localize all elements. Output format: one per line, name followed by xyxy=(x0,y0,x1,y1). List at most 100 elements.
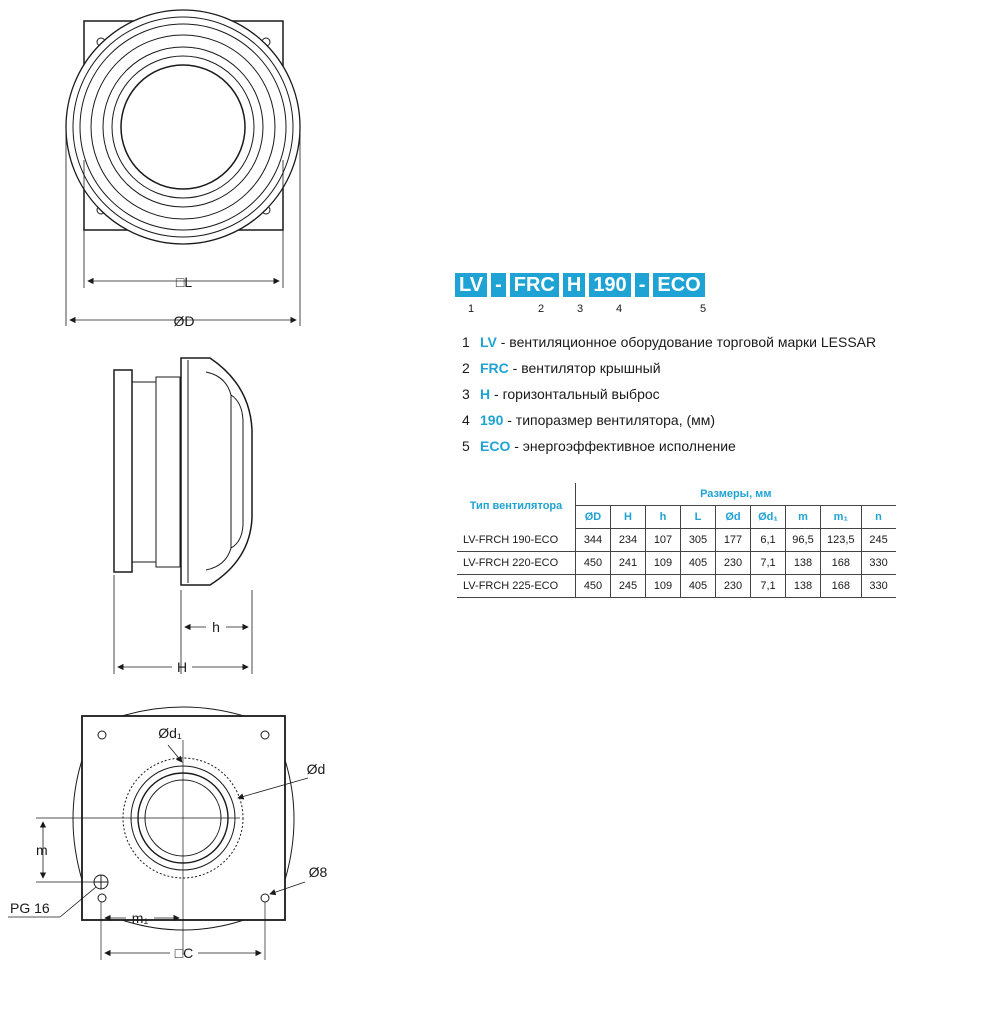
column-header: ØD xyxy=(575,505,611,529)
code-index: 4 xyxy=(616,303,623,315)
table-cell: 450 xyxy=(575,574,611,598)
code-index: 1 xyxy=(468,303,475,315)
legend-code: FRC xyxy=(480,360,509,376)
table-cell: 177 xyxy=(715,528,751,552)
code-index: 2 xyxy=(538,303,545,315)
legend-number: 2 xyxy=(462,360,470,376)
side-view-drawing xyxy=(113,357,253,674)
table-cell: 138 xyxy=(785,551,821,575)
legend-code: LV xyxy=(480,334,497,350)
table-cell: 109 xyxy=(645,574,681,598)
mount-hole xyxy=(260,730,270,740)
legend-number: 4 xyxy=(462,412,470,428)
column-header: L xyxy=(680,505,716,529)
table-cell: 245 xyxy=(610,574,646,598)
column-header: Ød₁ xyxy=(750,505,786,529)
table-cell: 138 xyxy=(785,574,821,598)
table-cell: 330 xyxy=(861,574,896,598)
legend-number: 3 xyxy=(462,386,470,402)
label-pg16: PG 16 xyxy=(10,900,50,916)
legend-number: 5 xyxy=(462,438,470,454)
legend-code: 190 xyxy=(480,412,504,428)
housing-arc xyxy=(284,759,295,881)
housing-ring xyxy=(102,46,264,208)
legend-text: - типоразмер вентилятора, (мм) xyxy=(503,412,716,428)
column-header: n xyxy=(861,505,896,529)
table-cell: LV-FRCH 220-ECO xyxy=(457,551,576,575)
legend-item: 2 FRC - вентилятор крышный xyxy=(462,358,876,384)
code-segment-eco: ECO xyxy=(653,273,705,297)
table-cell: LV-FRCH 190-ECO xyxy=(457,528,576,552)
code-segment-h: H xyxy=(562,273,586,297)
table-cell: 305 xyxy=(680,528,716,552)
column-header: Ød xyxy=(715,505,751,529)
mount-hole xyxy=(97,893,107,903)
mount-hole xyxy=(260,893,270,903)
table-cell: 96,5 xyxy=(785,528,821,552)
label-D: ØD xyxy=(174,313,195,329)
collar xyxy=(131,381,157,563)
table-cell: 450 xyxy=(575,551,611,575)
hood-profile xyxy=(180,357,253,586)
table-cell: 109 xyxy=(645,551,681,575)
model-code: LV - FRC H 190 - ECO xyxy=(455,273,705,297)
table-cell: 245 xyxy=(861,528,896,552)
table-cell: 230 xyxy=(715,551,751,575)
label-m: m xyxy=(36,842,48,858)
code-separator: - xyxy=(491,273,506,297)
table-row: LV-FRCH 220-ECO 450 241 109 405 230 7,1 … xyxy=(457,551,896,575)
code-index: 5 xyxy=(700,303,707,315)
table-row: LV-FRCH 225-ECO 450 245 109 405 230 7,1 … xyxy=(457,574,896,598)
code-index: 3 xyxy=(577,303,584,315)
housing-ring xyxy=(90,34,276,220)
legend-item: 5 ECO - энергоэффективное исполнение xyxy=(462,436,876,462)
housing-arc xyxy=(121,706,245,717)
label-d: Ød xyxy=(307,761,326,777)
legend-text: - энергоэффективное исполнение xyxy=(510,438,736,454)
table-cell: 230 xyxy=(715,574,751,598)
inner-opening xyxy=(120,64,246,190)
table-cell: 234 xyxy=(610,528,646,552)
label-h: h xyxy=(212,619,220,635)
legend-text: - вентилятор крышный xyxy=(508,360,661,376)
legend-item: 4 190 - типоразмер вентилятора, (мм) xyxy=(462,410,876,436)
table-cell: 168 xyxy=(820,574,862,598)
table-cell: 6,1 xyxy=(750,528,786,552)
table-cell: 241 xyxy=(610,551,646,575)
dimensions-table: Тип вентилятора Размеры, мм ØD H h L Ød … xyxy=(457,483,896,598)
table-cell: 405 xyxy=(680,551,716,575)
table-cell: 7,1 xyxy=(750,551,786,575)
housing-ring xyxy=(79,23,287,231)
code-segment-lv: LV xyxy=(455,273,488,297)
table-cell: 168 xyxy=(820,551,862,575)
code-segment-190: 190 xyxy=(589,273,631,297)
column-header: m xyxy=(785,505,821,529)
column-header: h xyxy=(645,505,681,529)
label-m1: m₁ xyxy=(132,910,149,926)
collar xyxy=(155,376,181,568)
table-cell: 405 xyxy=(680,574,716,598)
legend-code: ECO xyxy=(480,438,511,454)
label-L: □L xyxy=(176,274,192,290)
code-segment-frc: FRC xyxy=(509,273,559,297)
housing-ring xyxy=(72,16,294,238)
table-cell: 107 xyxy=(645,528,681,552)
label-d1: Ød₁ xyxy=(158,725,182,741)
housing-ring xyxy=(111,55,255,199)
column-header: H xyxy=(610,505,646,529)
legend-code: H xyxy=(480,386,491,402)
table-cell: 123,5 xyxy=(820,528,862,552)
column-header: m₁ xyxy=(820,505,862,529)
housing-arc xyxy=(72,759,83,881)
table-cell: 7,1 xyxy=(750,574,786,598)
hood-rib xyxy=(230,394,244,549)
table-cell: LV-FRCH 225-ECO xyxy=(457,574,576,598)
table-cell: 344 xyxy=(575,528,611,552)
code-separator: - xyxy=(634,273,650,297)
table-row: LV-FRCH 190-ECO 344 234 107 305 177 6,1 … xyxy=(457,528,896,552)
label-C: □C xyxy=(175,945,194,961)
